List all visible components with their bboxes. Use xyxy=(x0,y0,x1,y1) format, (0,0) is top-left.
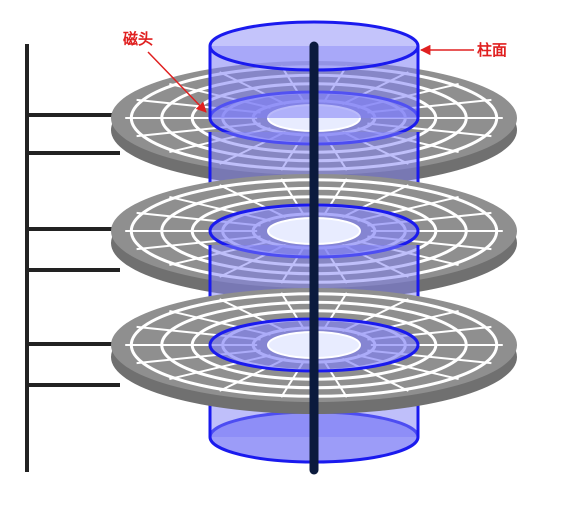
label-cylinder: 柱面 xyxy=(477,41,507,59)
label-cylinder-group: 柱面 xyxy=(419,41,507,59)
label-head: 磁头 xyxy=(123,30,153,48)
label-head-arrow xyxy=(147,51,207,113)
label-head-group: 磁头 xyxy=(123,30,207,113)
